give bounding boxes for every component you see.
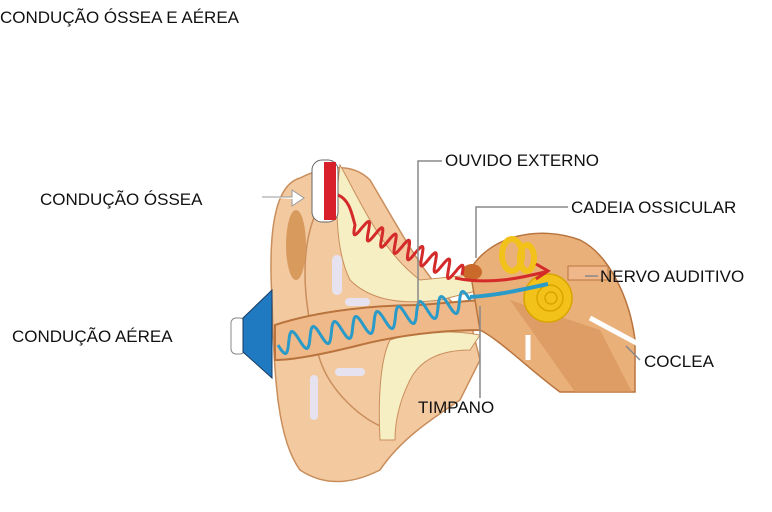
- speaker-icon: [242, 288, 273, 380]
- lower-bone: [378, 331, 481, 441]
- label-outer-ear: OUVIDO EXTERNO: [445, 151, 599, 170]
- label-auditory-nerve: NERVO AUDITIVO: [600, 267, 745, 286]
- bone-arrow-head: [535, 262, 551, 281]
- label-cochlea: COCLEA: [644, 352, 714, 371]
- diagram-title: CONDUÇÃO ÓSSEA E AÉREA: [0, 8, 240, 27]
- ear-concha: [286, 210, 306, 280]
- bone-pointer-arrow: [262, 189, 305, 207]
- label-bone-conduction: CONDUÇÃO ÓSSEA: [40, 190, 203, 209]
- leader-lines: [417, 160, 641, 398]
- bone-conduction-arrow: [454, 270, 546, 283]
- temporal-inner-bone: [510, 300, 632, 392]
- bone-device-pad: [324, 162, 336, 220]
- cochlea-pointer-arrow: [588, 315, 642, 348]
- temporal-bone: [336, 163, 481, 303]
- ossicle: [462, 264, 482, 280]
- cochlea-shape: [523, 273, 573, 323]
- ear-cartilage-fold: [304, 204, 391, 431]
- bone-conduction-wave: [337, 193, 465, 281]
- air-conduction-arrow: [469, 282, 549, 299]
- semicircular-canals: [499, 236, 537, 274]
- ear-canal: [274, 298, 487, 362]
- label-ossicular-chain: CADEIA OSSICULAR: [571, 198, 737, 217]
- label-eardrum: TIMPANO: [418, 398, 495, 417]
- air-conduction-wave: [276, 289, 472, 356]
- cartilage-marks: [310, 255, 370, 420]
- label-air-conduction: CONDUÇÃO AÉREA: [12, 327, 173, 346]
